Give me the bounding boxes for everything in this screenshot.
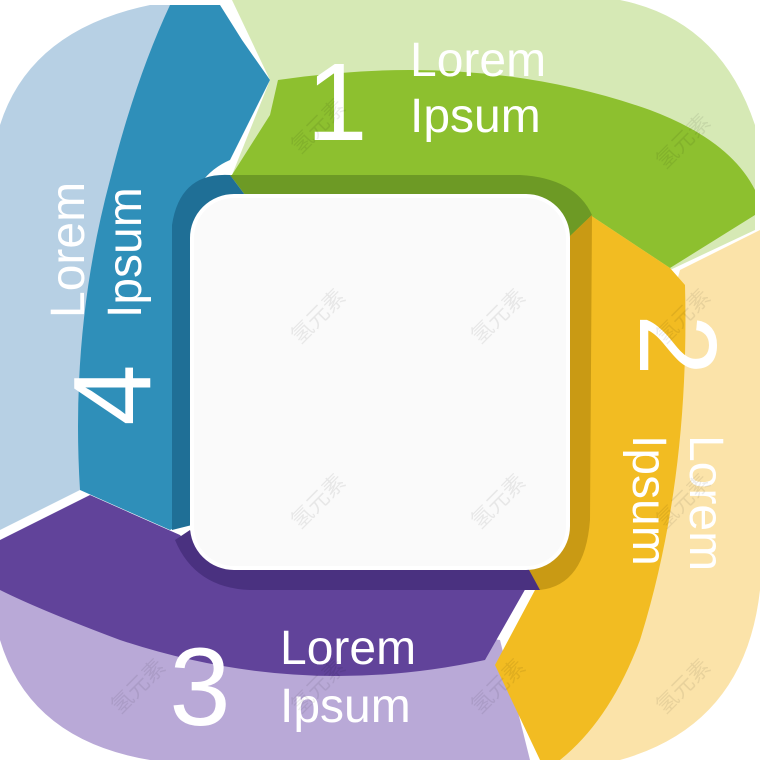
step-1-label-line1: Lorem (410, 34, 546, 87)
step-3-label-line2: Ipsum (280, 680, 411, 733)
step-1-number: 1 (306, 41, 367, 164)
step-3-inner-edge (175, 530, 540, 590)
step-1-label-line2: Ipsum (410, 90, 541, 143)
center-box (190, 194, 570, 570)
step-2-label-line1: Lorem (679, 435, 732, 571)
step-2-number: 2 (616, 314, 739, 375)
step-2-label-line2: Ipsum (622, 435, 675, 566)
step-4-number: 4 (51, 364, 174, 425)
step-3-label-line1: Lorem (280, 622, 416, 675)
step-1-inner-edge (230, 175, 592, 238)
step-4-label-line1: Lorem (42, 182, 95, 318)
step-2-segment (495, 215, 686, 760)
step-3-number: 3 (169, 626, 230, 749)
step-1-segment (230, 70, 755, 268)
step-2-inner-edge (528, 215, 592, 590)
step-4-label-line2: Ipsum (99, 187, 152, 318)
